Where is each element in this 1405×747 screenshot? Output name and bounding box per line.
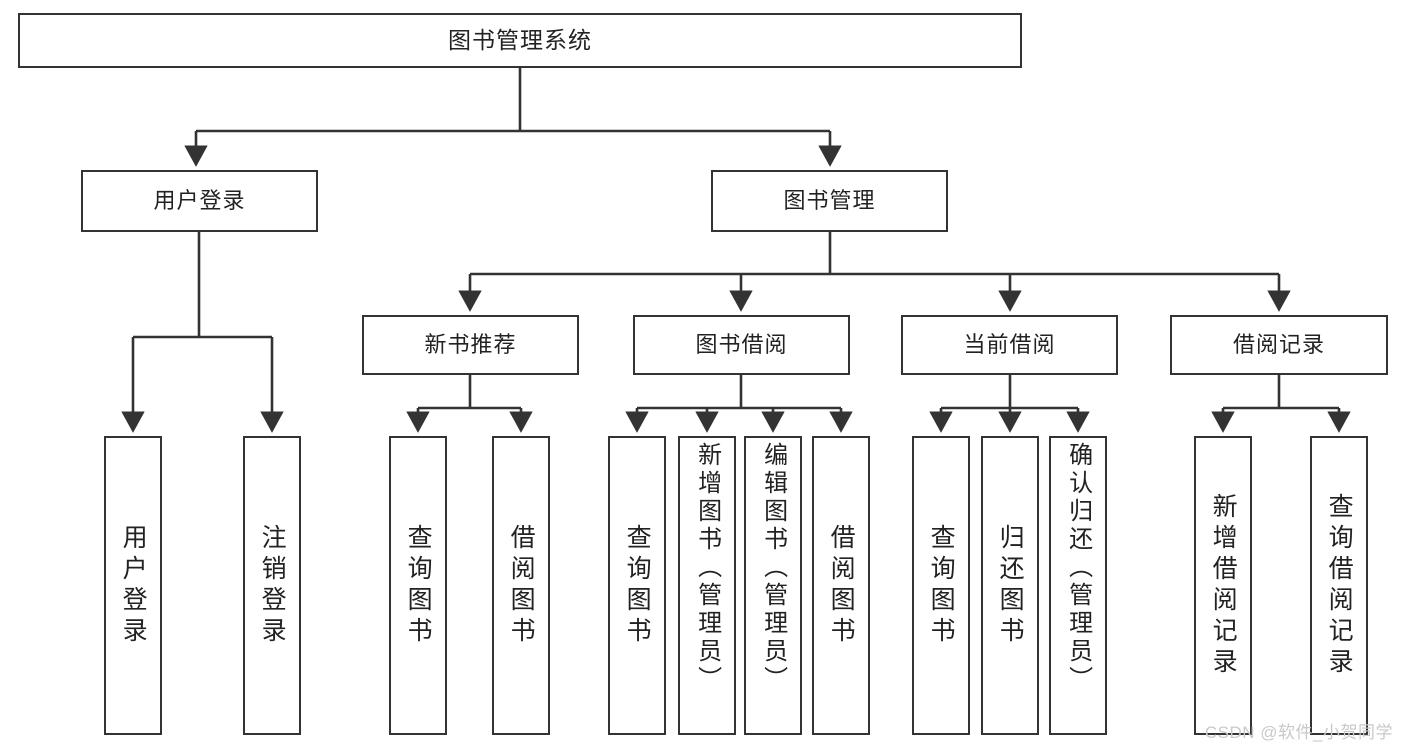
node-root-book-management-system[interactable]: 图书管理系统 xyxy=(18,13,1022,68)
node-user-login[interactable]: 用户登录 xyxy=(81,170,318,232)
node-label: 用户登录 xyxy=(153,188,246,214)
leaf-user-login-signout[interactable]: 注销登录 xyxy=(243,436,301,735)
node-label: 查询图书 xyxy=(623,523,652,648)
node-label: 当前借阅 xyxy=(963,332,1056,358)
leaf-borrow-add-book-admin[interactable]: 新增图书（管理员） xyxy=(678,436,736,735)
node-book-management[interactable]: 图书管理 xyxy=(711,170,948,232)
node-label: 确认归还（管理员） xyxy=(1064,442,1092,694)
leaf-user-login-signin[interactable]: 用户登录 xyxy=(104,436,162,735)
leaf-current-return-book[interactable]: 归还图书 xyxy=(981,436,1039,735)
node-label: 新书推荐 xyxy=(424,332,517,358)
leaf-new-book-borrow-book[interactable]: 借阅图书 xyxy=(492,436,550,735)
csdn-watermark: CSDN @软件_小贺同学 xyxy=(1204,723,1393,742)
node-label: 图书管理 xyxy=(783,188,876,214)
leaf-borrow-query-book[interactable]: 查询图书 xyxy=(608,436,666,735)
node-label: 归还图书 xyxy=(996,523,1025,648)
node-label: 借阅图书 xyxy=(507,523,536,648)
node-label: 查询图书 xyxy=(404,523,433,648)
node-label: 用户登录 xyxy=(119,523,148,648)
leaf-borrow-borrow-book[interactable]: 借阅图书 xyxy=(812,436,870,735)
node-label: 注销登录 xyxy=(258,523,287,648)
node-label: 编辑图书（管理员） xyxy=(759,442,787,694)
node-current-borrowing[interactable]: 当前借阅 xyxy=(901,315,1118,375)
node-label: 借阅记录 xyxy=(1232,332,1325,358)
node-label: 借阅图书 xyxy=(827,523,856,648)
leaf-record-query-borrow-record[interactable]: 查询借阅记录 xyxy=(1310,436,1368,735)
node-label: 图书借阅 xyxy=(695,332,788,358)
leaf-current-confirm-return-admin[interactable]: 确认归还（管理员） xyxy=(1049,436,1107,735)
leaf-record-add-borrow-record[interactable]: 新增借阅记录 xyxy=(1194,436,1252,735)
node-label: 查询借阅记录 xyxy=(1325,492,1354,679)
leaf-borrow-edit-book-admin[interactable]: 编辑图书（管理员） xyxy=(744,436,802,735)
leaf-new-book-query-book[interactable]: 查询图书 xyxy=(389,436,447,735)
node-book-borrowing[interactable]: 图书借阅 xyxy=(633,315,850,375)
node-new-book-recommendation[interactable]: 新书推荐 xyxy=(362,315,579,375)
node-label: 新增借阅记录 xyxy=(1209,492,1238,679)
node-label: 图书管理系统 xyxy=(448,26,592,53)
node-label: 新增图书（管理员） xyxy=(693,442,721,694)
node-borrowing-record[interactable]: 借阅记录 xyxy=(1170,315,1388,375)
node-label: 查询图书 xyxy=(927,523,956,648)
leaf-current-query-book[interactable]: 查询图书 xyxy=(912,436,970,735)
